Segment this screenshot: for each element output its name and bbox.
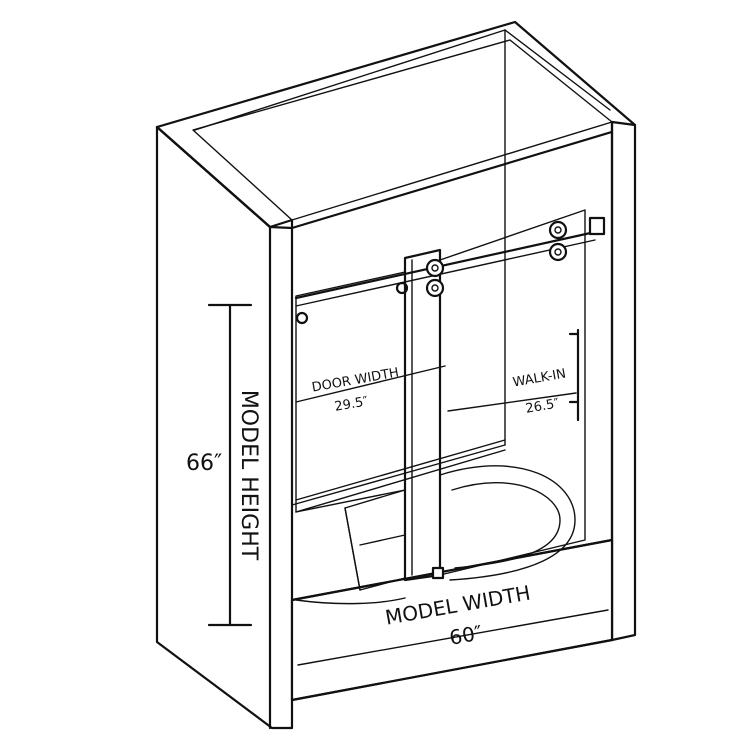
left-wall-panel [155,125,294,730]
height-dimension-line [207,303,253,627]
walk-in-dimension-line [447,392,577,412]
model-height-label: MODEL HEIGHT [236,390,261,561]
door-width-value: 29.5″ [333,394,369,415]
model-height-value: 66″ [186,451,222,476]
door-width-dimension-line [295,365,446,403]
door-handle [568,328,580,422]
right-wall-panel [610,120,637,642]
sliding-door [403,220,568,582]
walk-in-value: 26.5″ [524,396,560,417]
door-width-label: DOOR WIDTH [311,366,400,396]
sliding-track-rail [294,216,606,325]
bathtub [290,439,614,702]
model-width-value: 60″ [447,620,484,649]
walk-in-label: WALK-IN [512,367,567,391]
